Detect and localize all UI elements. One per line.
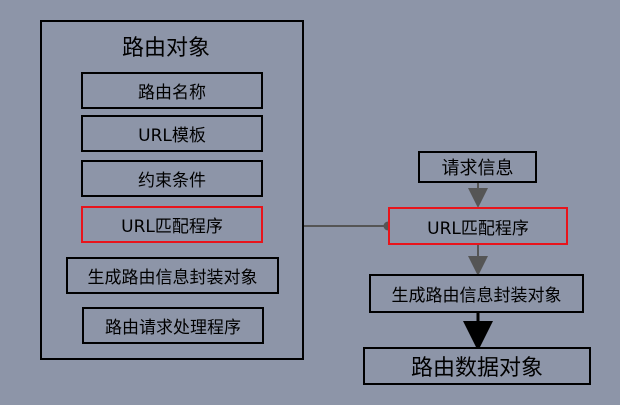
- route-info-generator-item: 生成路由信息封装对象: [66, 257, 279, 294]
- route-handler-item: 路由请求处理程序: [82, 307, 264, 344]
- route-object-title: 路由对象: [122, 36, 211, 61]
- url-matcher-item: URL匹配程序: [81, 206, 263, 243]
- route-name-item: 路由名称: [81, 72, 263, 109]
- constraints-item: 约束条件: [81, 160, 263, 197]
- request-info-box: 请求信息: [418, 151, 537, 183]
- route-data-object-box: 路由数据对象: [363, 347, 591, 385]
- route-info-generator-box: 生成路由信息封装对象: [369, 274, 584, 313]
- url-matcher-box: URL匹配程序: [388, 207, 568, 245]
- url-template-item: URL模板: [81, 115, 263, 152]
